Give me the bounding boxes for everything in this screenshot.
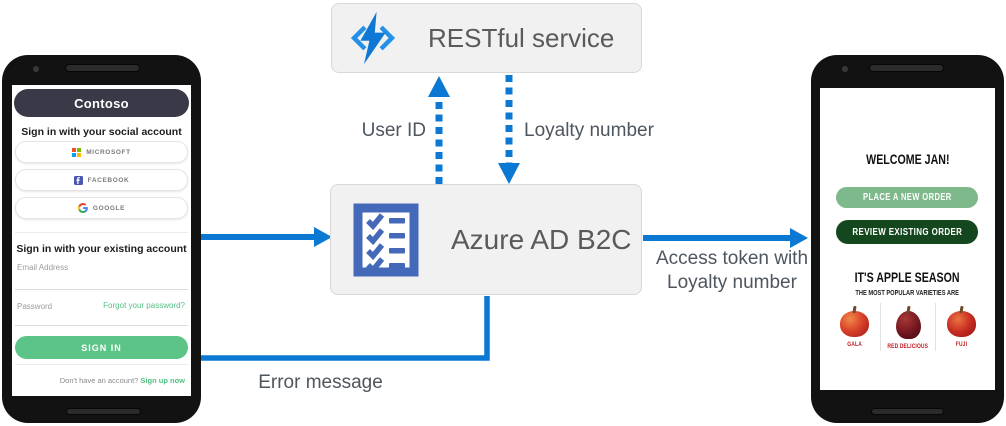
bottom-speaker-icon [66, 408, 141, 415]
loyalty-number-label: Loyalty number [524, 120, 654, 141]
apple-season-subheading: THE MOST POPULAR VARIETIES ARE [855, 288, 960, 297]
place-new-order-button[interactable]: PLACE A NEW ORDER [836, 187, 978, 208]
user-id-label: User ID [361, 120, 426, 141]
restful-service-label: RESTful service [428, 22, 615, 53]
right-phone-screen: WELCOME JAN! PLACE A NEW ORDER REVIEW EX… [820, 88, 995, 390]
email-field-label: Email Address [17, 263, 69, 272]
apple-cell-fuji: FUJI [934, 303, 988, 351]
welcome-heading: WELCOME JAN! [865, 151, 950, 167]
access-token-line2: Loyalty number [667, 272, 797, 293]
section-divider [15, 232, 188, 233]
microsoft-logo-icon [72, 147, 82, 157]
left-phone-screen: Contoso Sign in with your social account… [12, 85, 191, 396]
right-phone: WELCOME JAN! PLACE A NEW ORDER REVIEW EX… [811, 55, 1004, 423]
checklist-icon [353, 203, 419, 276]
microsoft-button-label: MICROSOFT [86, 148, 131, 156]
arrow-loyalty-number [498, 75, 520, 184]
apple-varieties-row: GALA RED DELICIOUS FUJI [828, 303, 988, 351]
google-button-label: GOOGLE [92, 204, 126, 212]
facebook-logo-icon [73, 175, 83, 185]
signup-row: Don't have an account? Sign up now [60, 376, 185, 385]
password-field[interactable] [15, 325, 188, 326]
azure-ad-b2c-box: Azure AD B2C [330, 184, 642, 295]
forgot-password-link[interactable]: Forgot your password? [103, 301, 185, 310]
arrow-user-id [428, 76, 450, 184]
access-token-label: Access token with Loyalty number [648, 247, 816, 295]
existing-account-heading: Sign in with your existing account [16, 243, 187, 255]
fuji-label: FUJI [956, 341, 968, 348]
bottom-speaker-icon [871, 408, 944, 415]
red-delicious-apple-image [895, 311, 921, 339]
no-account-text: Don't have an account? [59, 376, 141, 385]
email-field[interactable] [15, 289, 188, 290]
apple-cell-gala: GALA [828, 303, 880, 351]
footer-divider [15, 364, 188, 365]
arrow-signin-request [201, 227, 332, 247]
sign-up-link[interactable]: Sign up now [140, 376, 185, 385]
error-message-label: Error message [258, 372, 383, 393]
microsoft-signin-button[interactable]: MICROSOFT [15, 141, 188, 163]
speaker-icon [65, 64, 140, 72]
app-header: Contoso [14, 89, 189, 117]
google-signin-button[interactable]: GOOGLE [15, 197, 188, 219]
gala-apple-image [839, 311, 869, 337]
facebook-button-label: FACEBOOK [87, 176, 130, 184]
restful-service-box: RESTful service [331, 3, 642, 73]
social-signin-heading: Sign in with your social account [21, 126, 182, 138]
red-delicious-label: RED DELICIOUS [887, 343, 929, 350]
arrow-access-token [643, 228, 808, 248]
apple-season-heading: IT'S APPLE SEASON [854, 269, 960, 285]
left-phone: Contoso Sign in with your social account… [2, 55, 201, 423]
sign-in-button[interactable]: SIGN IN [15, 336, 188, 359]
google-logo-icon [77, 203, 88, 213]
fuji-apple-image [947, 311, 977, 337]
gala-label: GALA [846, 341, 862, 348]
camera-icon [842, 66, 848, 72]
facebook-signin-button[interactable]: FACEBOOK [15, 169, 188, 191]
password-field-label: Password [17, 302, 53, 311]
camera-icon [33, 66, 39, 72]
api-icon [350, 11, 396, 65]
speaker-icon [869, 64, 944, 72]
azure-ad-b2c-label: Azure AD B2C [451, 223, 632, 255]
arrow-error-message [198, 296, 490, 361]
apple-cell-red-delicious: RED DELICIOUS [880, 303, 935, 351]
review-existing-order-button[interactable]: REVIEW EXISTING ORDER [836, 220, 978, 244]
access-token-line1: Access token with [655, 248, 809, 269]
